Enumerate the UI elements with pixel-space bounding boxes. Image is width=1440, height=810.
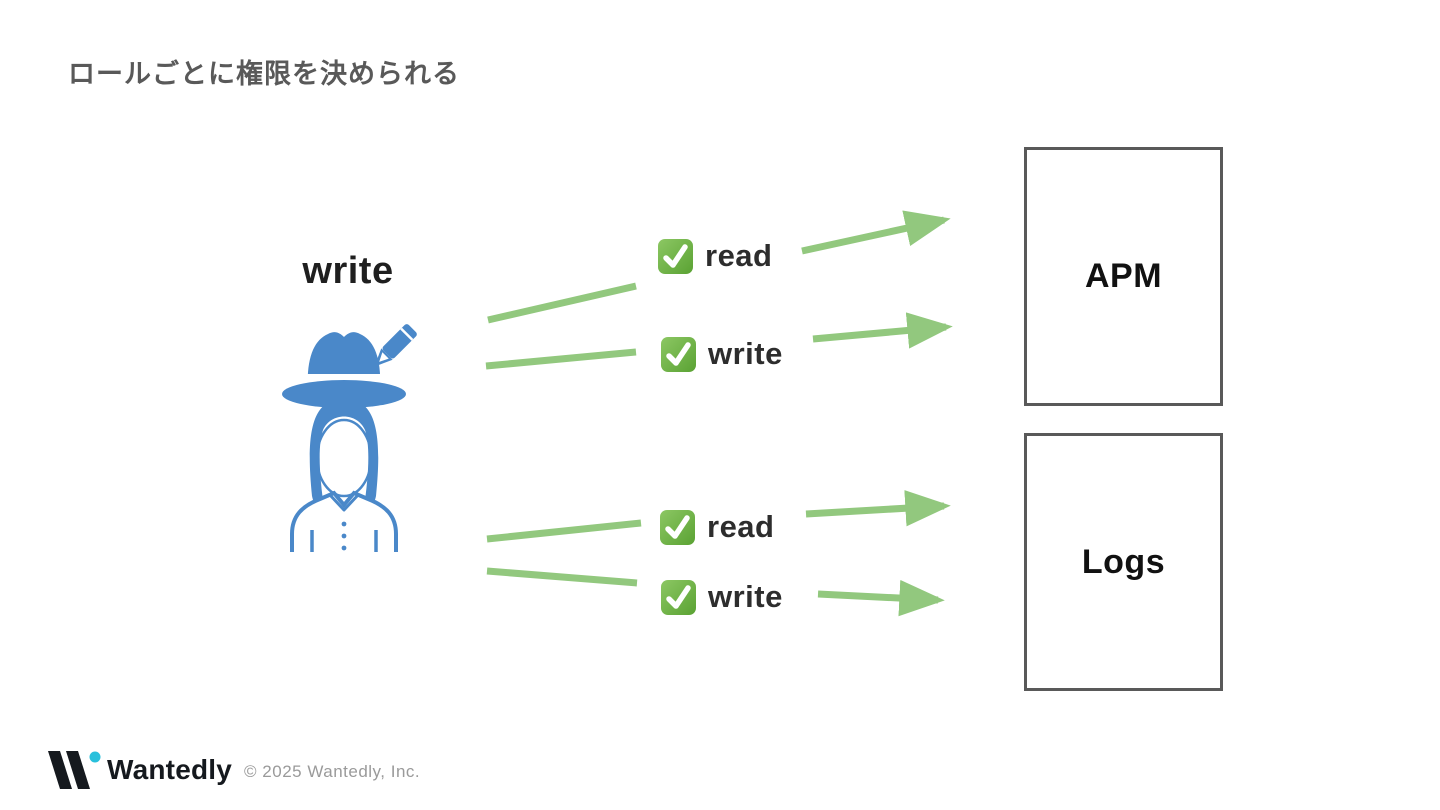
check-icon [661, 579, 696, 615]
logs-box: Logs [1024, 433, 1223, 691]
line-person-to-logs-read [486, 519, 642, 543]
role-label: write [302, 250, 394, 292]
line-person-to-apm-write [485, 348, 637, 370]
arrow-logs-read [805, 490, 951, 527]
copyright-text: © 2025 Wantedly, Inc. [244, 761, 421, 781]
permission-label: write [708, 578, 783, 614]
apm-box: APM [1024, 147, 1223, 406]
line-person-to-apm-read [487, 282, 637, 324]
arrow-apm-read [801, 210, 951, 255]
wantedly-logo-icon [48, 751, 101, 789]
writer-person-icon [278, 300, 418, 552]
check-icon [661, 336, 696, 372]
slide-title: ロールごとに権限を決められる [68, 59, 460, 89]
permission-apm-write: write [660, 335, 783, 373]
brand-name: Wantedly [107, 754, 233, 785]
line-person-to-logs-write [486, 567, 638, 587]
permission-label: write [708, 335, 783, 371]
check-icon [658, 238, 693, 274]
footer: Wantedly © 2025 Wantedly, Inc. [40, 748, 420, 792]
permission-label: read [707, 508, 775, 544]
permission-logs-write: write [660, 578, 783, 616]
apm-box-label: APM [1084, 257, 1163, 295]
permission-label: read [705, 237, 773, 273]
arrow-apm-write [812, 312, 953, 349]
permission-apm-read: read [657, 237, 772, 275]
check-icon [660, 509, 695, 545]
logs-box-label: Logs [1081, 542, 1166, 581]
permission-logs-read: read [659, 508, 774, 546]
arrow-logs-write [817, 579, 945, 617]
